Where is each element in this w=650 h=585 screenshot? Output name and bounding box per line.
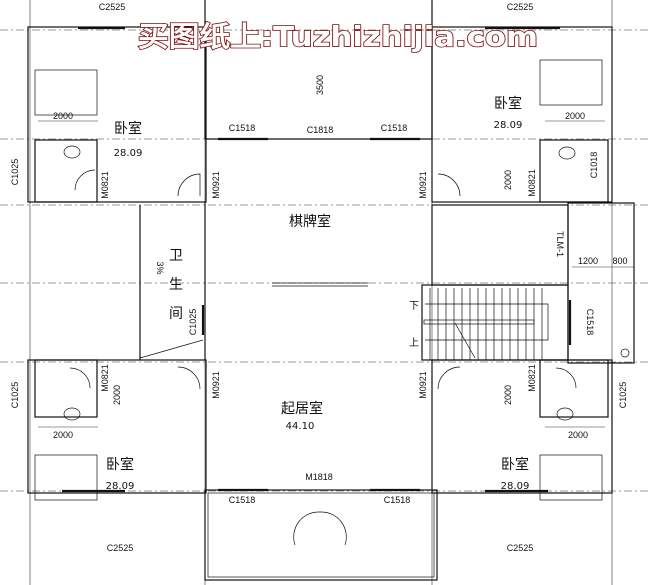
- dimension-label: 2000: [568, 430, 588, 440]
- stair-down-label: 下: [409, 301, 419, 312]
- doors: [69, 169, 577, 546]
- bathroom-slope: 3%: [155, 261, 165, 274]
- bathroom-name-3: 间: [169, 306, 183, 322]
- window-label: C1025: [618, 382, 628, 409]
- door-label: M0921: [211, 171, 221, 199]
- bathroom-name-2: 生: [169, 277, 183, 293]
- door-label: TLM-1: [555, 231, 565, 257]
- bedroom-bottom-left-name: 卧室: [106, 456, 134, 473]
- window-label: C2525: [99, 2, 126, 12]
- bedroom-top-left-area: 28.09: [114, 148, 143, 159]
- staircase: [423, 288, 549, 360]
- dimension-label: 2000: [53, 111, 73, 121]
- window-label: C1018: [589, 152, 599, 179]
- door-label: M0921: [211, 371, 221, 399]
- window-label: C1025: [10, 159, 20, 186]
- window-label: C1518: [381, 123, 408, 133]
- watermark: 买图纸上:Tuzhizhijia.com: [138, 20, 538, 53]
- window-label: C1025: [188, 309, 198, 336]
- window-label: C1518: [384, 495, 411, 505]
- window-label: C1518: [229, 123, 256, 133]
- bedroom-bottom-right-name: 卧室: [501, 456, 529, 473]
- living-room-name: 起居室: [281, 400, 323, 417]
- walls: [27, 0, 635, 581]
- bedroom-top-right-name: 卧室: [494, 95, 522, 112]
- dimension-label: 800: [612, 256, 627, 266]
- window-label: C1025: [10, 382, 20, 409]
- dimension-label: 2000: [503, 385, 513, 405]
- door-label: M0921: [418, 171, 428, 199]
- room-labels: 卧室 28.09 卧室 28.09 卧室 28.09 卧室 28.09 棋牌室 …: [106, 95, 530, 492]
- dimension-label: 1200: [578, 256, 598, 266]
- dimension-labels: 3500 2000 2000 2000 2000 2000 2000 2000 …: [38, 75, 634, 440]
- door-label: M1818: [305, 472, 333, 482]
- window-label: C1818: [307, 125, 334, 135]
- dimension-label: 2000: [112, 385, 122, 405]
- chess-room-name: 棋牌室: [289, 213, 331, 230]
- window-label: C2525: [107, 543, 134, 553]
- door-label: M0821: [527, 364, 537, 392]
- door-label: M0821: [527, 169, 537, 197]
- window-label: C2525: [507, 2, 534, 12]
- opening-labels: C2525 C2525 C2525 C2525 C1518 C1818 C151…: [10, 2, 628, 553]
- dimension-label: 2000: [53, 430, 73, 440]
- living-room-area: 44.10: [286, 421, 315, 432]
- bedroom-top-right-area: 28.09: [494, 120, 523, 131]
- dimension-label: 3500: [315, 75, 325, 95]
- door-label: M0821: [100, 171, 110, 199]
- beds: [34, 59, 630, 501]
- window-label: C2525: [507, 543, 534, 553]
- dimension-label: 2000: [503, 170, 513, 190]
- bedroom-bottom-left-area: 28.09: [106, 481, 135, 492]
- bedroom-bottom-right-area: 28.09: [501, 481, 530, 492]
- bathroom-name-1: 卫: [169, 248, 183, 264]
- window-label: C1518: [585, 309, 595, 336]
- door-label: M0921: [418, 371, 428, 399]
- bedroom-top-left-name: 卧室: [114, 120, 142, 137]
- dimension-label: 2000: [565, 111, 585, 121]
- stair-up-label: 上: [409, 337, 419, 349]
- window-label: C1518: [229, 495, 256, 505]
- door-label: M0821: [100, 364, 110, 392]
